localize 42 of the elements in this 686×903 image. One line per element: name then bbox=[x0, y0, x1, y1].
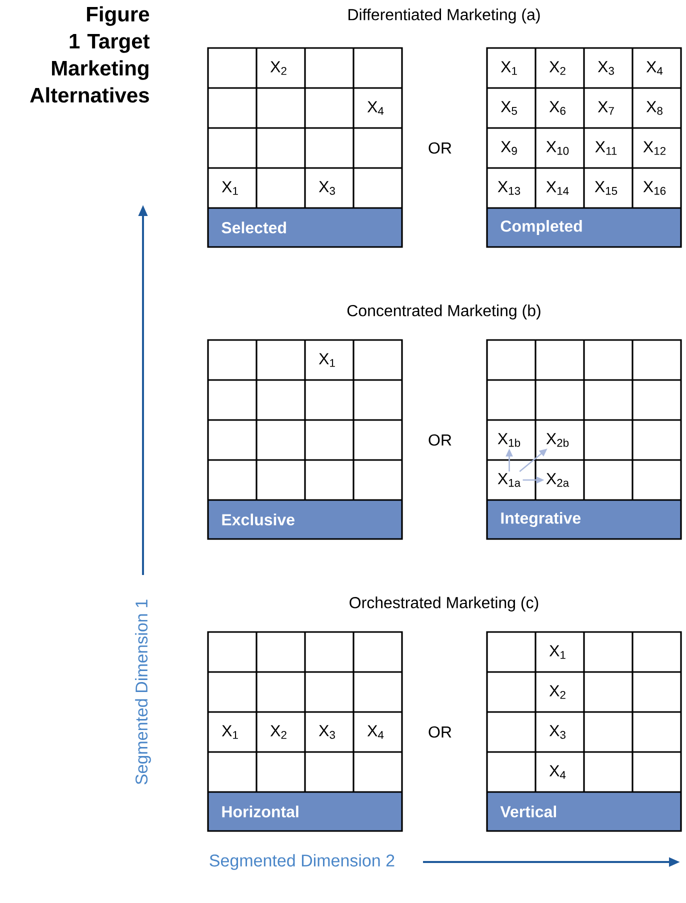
cell-label: X$_{1}$ bbox=[222, 725, 238, 739]
cell-label: X$_{16}$ bbox=[643, 181, 666, 195]
cell-label: X$_{2b}$ bbox=[546, 433, 569, 447]
cell-label: X$_{10}$ bbox=[546, 141, 569, 155]
cell-label: X$_{1a}$ bbox=[498, 473, 521, 487]
cell-label: X$_{7}$ bbox=[598, 101, 614, 115]
cell-label: X$_{1}$ bbox=[222, 181, 238, 195]
cell-label: X$_{3}$ bbox=[598, 61, 614, 75]
cell-label: X$_{2}$ bbox=[270, 61, 286, 75]
cell-label: X$_{4}$ bbox=[367, 101, 384, 115]
section-heading: Orchestrated Marketing (c) bbox=[350, 596, 538, 612]
axis-label: Segmented Dimension 2 bbox=[210, 854, 394, 870]
cell-label: X$_{1}$ bbox=[318, 353, 335, 367]
cell-label: X$_{1}$ bbox=[549, 645, 566, 659]
or-label: OR bbox=[428, 726, 452, 738]
cell-label: X$_{8}$ bbox=[646, 101, 662, 115]
cell-label: X$_{15}$ bbox=[594, 181, 618, 195]
axis-label: Segmented Dimension 1 bbox=[135, 600, 151, 784]
cell-label: X$_{3}$ bbox=[549, 725, 566, 739]
section-heading: Concentrated Marketing (b) bbox=[347, 304, 540, 320]
cell-label: X$_{1}$ bbox=[500, 61, 517, 75]
cell-label: X$_{4}$ bbox=[646, 61, 663, 75]
cell-label: X$_{4}$ bbox=[367, 725, 384, 739]
figure-title: Figure 1 Target Marketing Alternatives bbox=[30, 6, 150, 103]
cell-label: X$_{12}$ bbox=[643, 141, 666, 155]
or-label: OR bbox=[428, 142, 452, 154]
cell-label: X$_{4}$ bbox=[549, 765, 566, 779]
cell-label: X$_{14}$ bbox=[546, 181, 569, 195]
cell-label: X$_{1b}$ bbox=[498, 433, 520, 447]
cell-label: X$_{3}$ bbox=[318, 181, 335, 195]
section-heading: Differentiated Marketing (a) bbox=[348, 8, 540, 24]
cell-label: X$_{5}$ bbox=[500, 101, 517, 115]
cell-label: X$_{13}$ bbox=[498, 181, 520, 195]
or-label: OR bbox=[428, 434, 452, 446]
cell-label: X$_{11}$ bbox=[595, 141, 617, 155]
cell-label: X$_{2}$ bbox=[549, 61, 566, 75]
cell-label: X$_{9}$ bbox=[500, 141, 517, 155]
cell-label: X$_{6}$ bbox=[549, 101, 566, 115]
cell-label: X$_{2a}$ bbox=[546, 473, 570, 487]
cell-label: X$_{3}$ bbox=[318, 725, 335, 739]
cell-label: X$_{2}$ bbox=[549, 685, 566, 699]
cell-label: X$_{2}$ bbox=[270, 725, 286, 739]
